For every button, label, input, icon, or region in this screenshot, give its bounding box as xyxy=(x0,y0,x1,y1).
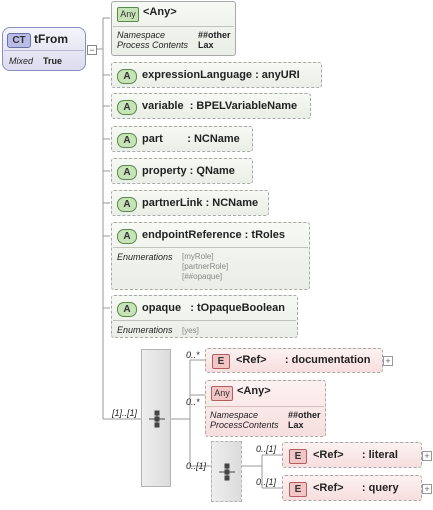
any-top-ns-label: Namespace xyxy=(117,30,166,40)
any-bottom-box[interactable]: Any <Any> Namespace ##other ProcessConte… xyxy=(205,380,326,437)
sequence-icon xyxy=(219,463,235,481)
enumerations-label: Enumerations xyxy=(117,325,173,335)
any-bottom-pc-value: Lax xyxy=(288,420,304,430)
any-top-divider xyxy=(113,26,234,27)
attribute-partner-link[interactable]: A partnerLink : NCName xyxy=(111,190,269,216)
attribute-tag-icon: A xyxy=(117,69,137,84)
any-bottom-ns-label: Namespace xyxy=(210,410,259,420)
expand-plus-icon[interactable]: + xyxy=(383,356,393,366)
any-top-pc-value: Lax xyxy=(198,40,214,50)
element-label: <Ref> : query xyxy=(313,482,399,494)
element-literal[interactable]: E <Ref> : literal xyxy=(282,442,422,468)
attribute-label: property : QName xyxy=(142,165,235,177)
inner-sequence-compositor[interactable] xyxy=(211,441,242,502)
any-top-ns-value: ##other xyxy=(198,30,231,40)
attribute-opaque[interactable]: A opaque : tOpaqueBoolean Enumerations [… xyxy=(111,295,298,338)
enumerations-label: Enumerations xyxy=(117,252,173,262)
element-query[interactable]: E <Ref> : query xyxy=(282,475,422,501)
attribute-property[interactable]: A property : QName xyxy=(111,158,253,184)
complex-type-prop-value: True xyxy=(43,56,63,66)
any-bottom-multiplicity: 0..* xyxy=(186,397,200,407)
expand-plus-icon[interactable]: + xyxy=(422,451,432,461)
enumeration-values: [yes] xyxy=(182,326,199,335)
collapse-toggle-icon[interactable]: − xyxy=(87,45,97,55)
attribute-tag-icon: A xyxy=(117,133,137,148)
sequence-icon xyxy=(149,410,165,428)
complex-type-prop-label: Mixed xyxy=(9,56,34,66)
any-bottom-divider xyxy=(207,406,324,407)
attribute-divider xyxy=(113,320,296,321)
complex-type-tag: CT xyxy=(7,33,31,48)
attribute-label: part : NCName xyxy=(142,133,240,145)
attribute-tag-icon: A xyxy=(117,197,137,212)
attribute-tag-icon: A xyxy=(117,229,137,244)
any-top-label: <Any> xyxy=(143,6,177,18)
attribute-label: opaque : tOpaqueBoolean xyxy=(142,302,286,314)
sequence-compositor[interactable] xyxy=(141,349,171,487)
attribute-variable[interactable]: A variable : BPELVariableName xyxy=(111,93,311,119)
element-label: <Ref> : documentation xyxy=(236,354,371,366)
inner-sequence-multiplicity: 0..[1] xyxy=(186,461,207,471)
any-tag-icon: Any xyxy=(211,386,233,401)
sequence-multiplicity: [1]..[1] xyxy=(112,408,138,418)
any-bottom-label: <Any> xyxy=(237,385,271,397)
element-tag-icon: E xyxy=(289,482,307,497)
attribute-label: variable : BPELVariableName xyxy=(142,100,298,112)
any-tag-icon: Any xyxy=(117,7,139,22)
documentation-multiplicity: 0..* xyxy=(186,350,200,360)
attribute-expression-language[interactable]: A expressionLanguage : anyURI xyxy=(111,62,322,88)
element-documentation[interactable]: E <Ref> : documentation xyxy=(205,348,383,373)
attribute-label: expressionLanguage : anyURI xyxy=(142,69,300,81)
attribute-endpoint-reference[interactable]: A endpointReference : tRoles Enumeration… xyxy=(111,222,310,290)
complex-type-divider xyxy=(4,50,84,51)
attribute-tag-icon: A xyxy=(117,165,137,180)
any-bottom-pc-label: ProcessContents xyxy=(210,420,279,430)
complex-type-box[interactable]: CT tFrom Mixed True xyxy=(2,27,86,71)
literal-multiplicity: 0..[1] xyxy=(256,444,277,454)
query-multiplicity: 0..[1] xyxy=(256,477,277,487)
attribute-part[interactable]: A part : NCName xyxy=(111,126,253,152)
complex-type-name: tFrom xyxy=(34,32,68,46)
element-tag-icon: E xyxy=(212,354,230,369)
attribute-divider xyxy=(113,247,308,248)
attribute-label: endpointReference : tRoles xyxy=(142,229,286,241)
enumeration-values: [myRole] [partnerRole] [##opaque] xyxy=(182,252,229,281)
attribute-label: partnerLink : NCName xyxy=(142,197,259,209)
attribute-tag-icon: A xyxy=(117,100,137,115)
any-top-box[interactable]: Any <Any> Namespace ##other Process Cont… xyxy=(111,1,236,56)
expand-plus-icon[interactable]: + xyxy=(422,484,432,494)
element-tag-icon: E xyxy=(289,449,307,464)
element-label: <Ref> : literal xyxy=(313,449,398,461)
attribute-tag-icon: A xyxy=(117,302,137,317)
any-top-pc-label: Process Contents xyxy=(117,40,189,50)
any-bottom-ns-value: ##other xyxy=(288,410,321,420)
